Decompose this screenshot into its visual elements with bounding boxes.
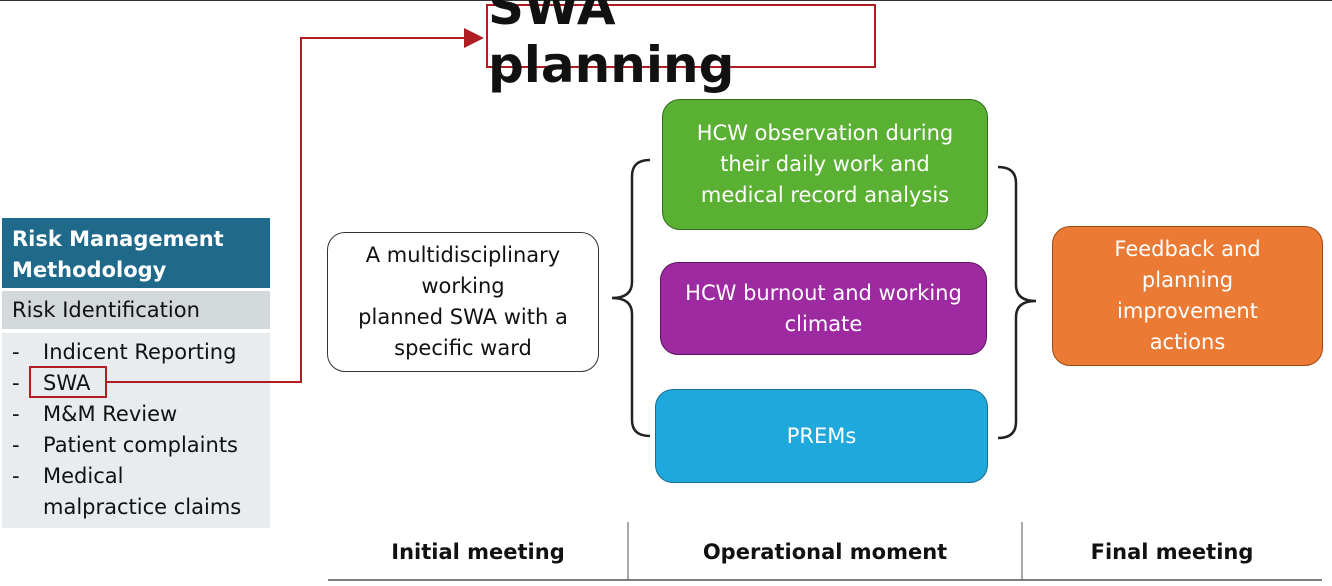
initial-meeting-text: A multidisciplinary working planned SWA …: [358, 243, 568, 360]
list-item-label: Patient complaints: [43, 433, 238, 457]
list-item: -Indicent Reporting: [12, 337, 270, 368]
initial-meeting-box: A multidisciplinary working planned SWA …: [327, 232, 599, 372]
bullet-dash: -: [12, 371, 20, 395]
swa-highlight-box: [29, 366, 107, 398]
list-item: -SWA: [12, 368, 270, 399]
hcw-observation-box: HCW observation during their daily work …: [662, 99, 988, 230]
swa-to-title-arrow: [107, 28, 484, 383]
prems-text: PREMs: [786, 423, 857, 448]
list-item-label: Medical malpractice claims: [43, 464, 242, 519]
list-item: -Patient complaints: [12, 430, 270, 461]
bullet-dash: -: [12, 433, 20, 457]
hcw-observation-text: HCW observation during their daily work …: [696, 121, 954, 207]
bullet-dash: -: [12, 464, 20, 488]
left-curly-brace: [611, 158, 651, 438]
list-item-label: M&M Review: [43, 402, 178, 426]
feedback-box: Feedback and planning improvement action…: [1052, 226, 1323, 366]
risk-identification-list: -Indicent Reporting -SWA -M&M Review -Pa…: [2, 333, 270, 528]
right-curly-brace: [997, 165, 1037, 440]
stage-final-meeting: Final meeting: [1090, 540, 1254, 564]
list-item-label: Indicent Reporting: [43, 340, 237, 364]
bullet-dash: -: [12, 402, 20, 426]
bullet-dash: -: [12, 340, 20, 364]
burnout-text: HCW burnout and working climate: [685, 280, 962, 336]
list-item: -Medical malpractice claims: [12, 461, 270, 523]
stage-operational-moment: Operational moment: [702, 540, 948, 564]
stage-initial-meeting: Initial meeting: [391, 540, 565, 564]
risk-identification-label: Risk Identification: [2, 291, 270, 329]
burnout-box: HCW burnout and working climate: [660, 262, 987, 355]
top-border-line: [0, 0, 1332, 1]
list-item-label: SWA: [43, 371, 91, 395]
list-item: -M&M Review: [12, 399, 270, 430]
prems-box: PREMs: [655, 389, 988, 483]
risk-management-header: Risk Management Methodology: [2, 218, 270, 288]
feedback-text: Feedback and planning improvement action…: [1114, 237, 1261, 354]
